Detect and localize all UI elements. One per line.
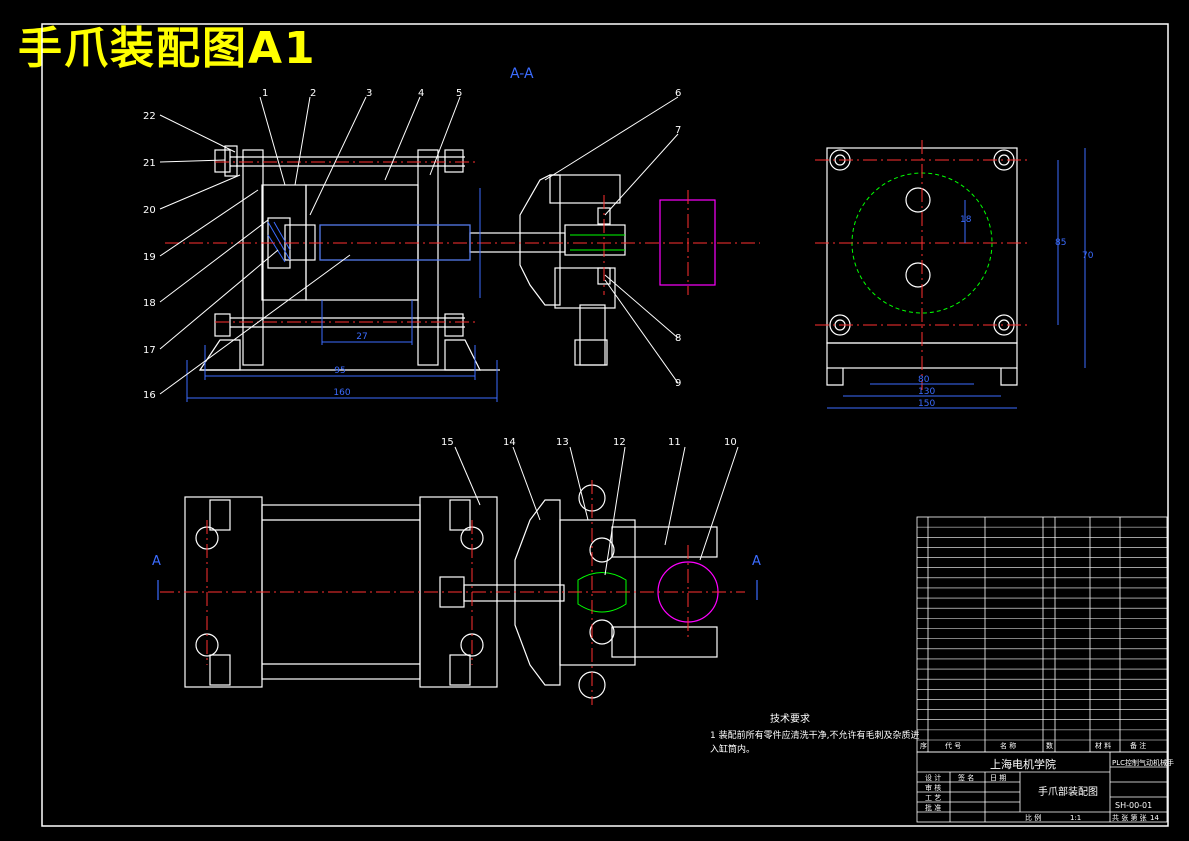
svg-text:11: 11 (668, 437, 681, 448)
dim-95: 95 (334, 366, 345, 376)
dim-18: 18 (960, 215, 972, 225)
drawing-number: SH-00-01 (1115, 801, 1152, 810)
project-name: PLC控制气动机械手 (1112, 758, 1174, 767)
bom-rows (917, 526, 1167, 741)
svg-text:签 名: 签 名 (958, 773, 974, 782)
svg-text:审 核: 审 核 (925, 783, 941, 792)
title-block (916, 751, 1168, 823)
svg-text:代 号: 代 号 (945, 741, 961, 750)
svg-text:20: 20 (143, 205, 156, 216)
svg-text:14: 14 (503, 437, 516, 448)
svg-text:材 料: 材 料 (1095, 741, 1111, 750)
svg-text:日 期: 日 期 (990, 774, 1006, 782)
svg-text:设 计: 设 计 (925, 773, 941, 782)
svg-text:4: 4 (418, 88, 424, 99)
svg-text:名 称: 名 称 (1000, 741, 1016, 750)
drawing-title: 手爪装配图A1 (18, 23, 317, 74)
scale-label: 比 例 (1025, 813, 1041, 822)
svg-text:5: 5 (456, 88, 462, 99)
leaders-top (159, 96, 679, 395)
part-numbers-top: 1 2 3 4 5 6 7 8 9 (262, 88, 681, 389)
svg-text:12: 12 (613, 437, 626, 448)
dim-80: 80 (918, 375, 930, 385)
svg-text:备 注: 备 注 (1130, 741, 1146, 750)
section-marker-left: A (152, 554, 161, 569)
svg-text:9: 9 (675, 378, 681, 389)
svg-text:6: 6 (675, 88, 681, 99)
school-name: 上海电机学院 (990, 757, 1056, 771)
svg-text:8: 8 (675, 333, 681, 344)
leaders-bottom (454, 446, 739, 576)
svg-text:15: 15 (441, 437, 454, 448)
svg-text:序: 序 (920, 741, 927, 750)
svg-text:入缸筒内。: 入缸筒内。 (710, 743, 755, 755)
drawing-border (41, 23, 1169, 827)
svg-text:16: 16 (143, 390, 156, 401)
section-label: A-A (510, 66, 534, 82)
centerlines-section (165, 161, 760, 323)
svg-text:数: 数 (1046, 741, 1053, 750)
part-numbers-bottom: 15 14 13 12 11 10 (441, 437, 737, 448)
svg-text:13: 13 (556, 437, 569, 448)
bom-table (916, 516, 1168, 753)
svg-text:21: 21 (143, 158, 156, 169)
scale-value: 1:1 (1070, 814, 1081, 822)
centerlines-top (160, 480, 745, 705)
dim-130: 130 (918, 387, 935, 397)
section-green-lines (570, 234, 625, 251)
title-block-text: 上海电机学院 PLC控制气动机械手 手爪部装配图 SH-00-01 比 例 1:… (925, 757, 1174, 822)
svg-text:1 装配前所有零件应清洗干净,不允许有毛刺及杂质进: 1 装配前所有零件应清洗干净,不允许有毛刺及杂质进 (710, 729, 919, 741)
dim-85: 85 (1055, 238, 1066, 248)
centerlines-side (815, 140, 1030, 390)
svg-text:批 准: 批 准 (925, 803, 941, 812)
dim-27: 27 (356, 332, 367, 342)
svg-text:22: 22 (143, 111, 156, 122)
svg-text:技术要求: 技术要求 (770, 712, 810, 725)
sheet-count: 14 (1150, 814, 1159, 822)
dim-160: 160 (333, 388, 350, 398)
svg-text:19: 19 (143, 252, 156, 263)
technical-requirements: 技术要求 1 装配前所有零件应清洗干净,不允许有毛刺及杂质进 入缸筒内。 (710, 712, 919, 755)
svg-text:2: 2 (310, 88, 316, 99)
section-dims (186, 188, 498, 402)
bom-header: 序 代 号 名 称 数 材 料 备 注 (920, 741, 1146, 750)
svg-text:10: 10 (724, 437, 737, 448)
svg-text:工 艺: 工 艺 (925, 794, 941, 802)
section-detail-blue (267, 221, 471, 263)
svg-text:3: 3 (366, 88, 372, 99)
svg-text:17: 17 (143, 345, 156, 356)
svg-text:18: 18 (143, 298, 156, 309)
side-dims (827, 148, 1086, 409)
section-marker-right: A (752, 554, 761, 569)
drawing-name: 手爪部装配图 (1038, 785, 1098, 798)
section-markers (157, 580, 758, 600)
part-numbers-left: 22 21 20 19 18 17 16 (143, 111, 156, 401)
jaw-green (577, 572, 627, 613)
dim-70: 70 (1082, 251, 1094, 261)
dim-150: 150 (918, 399, 935, 409)
svg-text:1: 1 (262, 88, 268, 99)
svg-text:7: 7 (675, 125, 681, 136)
sheet-label: 共 张 第 张 (1112, 813, 1147, 822)
